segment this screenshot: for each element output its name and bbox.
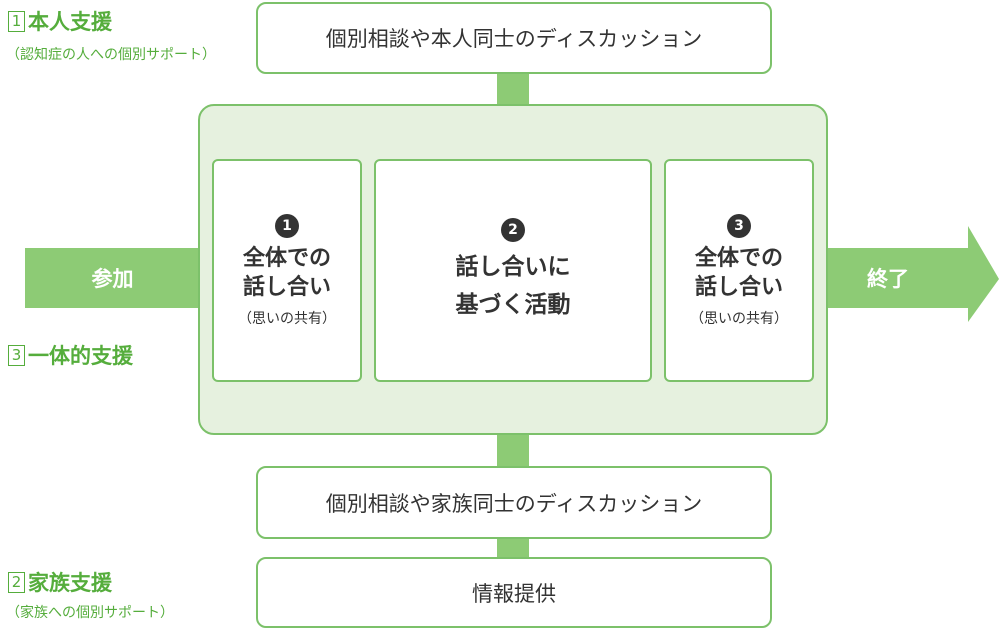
step-number-badge: 1 (275, 213, 299, 238)
family-discussion-box: 個別相談や家族同士のディスカッション (256, 466, 772, 539)
connector-bottom (497, 537, 529, 559)
step-number-badge: 2 (501, 217, 525, 242)
section-individual-title: 1 本人支援 (8, 6, 112, 36)
section-number-badge: 3 (8, 344, 25, 366)
step-title-line: 話し合いに (455, 253, 571, 280)
step-subtitle: （思いの共有） (690, 310, 788, 327)
step-card-3: 3 全体での 話し合い （思いの共有） (664, 159, 814, 382)
individual-discussion-box: 個別相談や本人同士のディスカッション (256, 2, 772, 74)
step-title-line: 全体での (694, 245, 783, 271)
section-title-text: 一体的支援 (28, 344, 133, 368)
step-title-line: 全体での (242, 245, 331, 271)
section-number-badge: 1 (8, 10, 25, 32)
step-subtitle: （思いの共有） (238, 310, 336, 327)
section-family-subtitle: （家族への個別サポート） (6, 605, 174, 621)
step-number-badge: 3 (727, 213, 751, 238)
section-title-text: 家族支援 (28, 571, 112, 595)
step-title-line: 話し合い (242, 274, 331, 300)
step-title-line: 話し合い (694, 274, 783, 300)
section-title-text: 本人支援 (28, 10, 112, 34)
step-title-line: 基づく活動 (455, 291, 571, 318)
section-individual-subtitle: （認知症の人への個別サポート） (6, 47, 216, 63)
section-number-badge: 2 (8, 571, 25, 593)
section-unified-title: 3 一体的支援 (8, 340, 133, 370)
flow-end-label: 終了 (867, 267, 909, 291)
information-box: 情報提供 (256, 557, 772, 628)
connector-middle (497, 433, 529, 469)
section-family-title: 2 家族支援 (8, 567, 112, 597)
flow-start-label: 参加 (91, 267, 134, 291)
step-card-2: 2 話し合いに 基づく活動 (374, 159, 652, 382)
step-card-1: 1 全体での 話し合い （思いの共有） (212, 159, 362, 382)
connector-top (497, 72, 529, 106)
